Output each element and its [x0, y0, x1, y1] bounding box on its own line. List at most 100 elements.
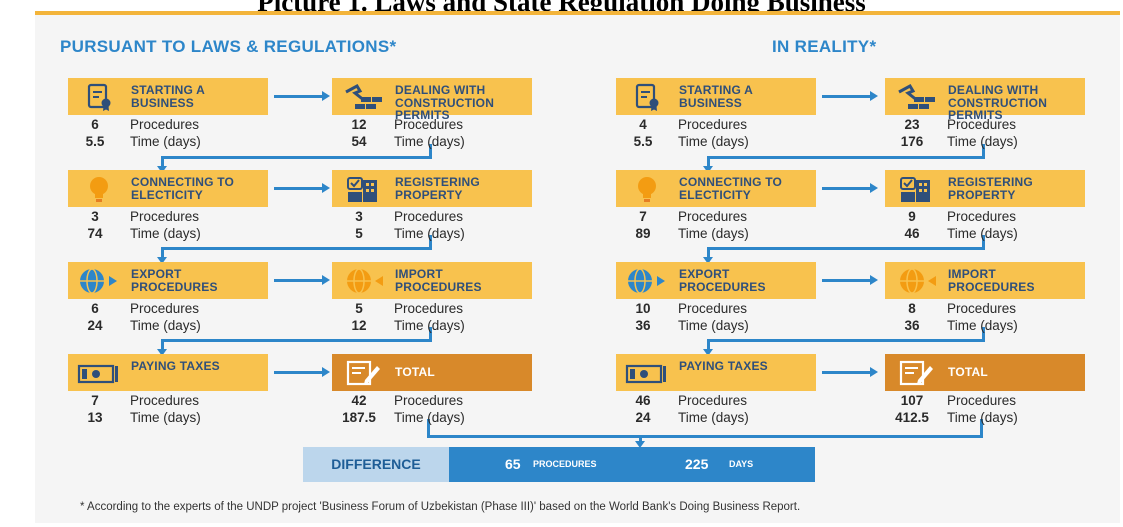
arrow-down: [157, 257, 167, 264]
procedures-value: 107: [900, 393, 924, 408]
card-title: PAYING TAXES: [131, 359, 220, 373]
time-value: 89: [635, 226, 651, 241]
arrow-down: [703, 257, 713, 264]
card-title: REGISTERING PROPERTY: [395, 175, 480, 202]
difference-days-value: 225: [685, 456, 709, 472]
procedures-value: 46: [635, 393, 651, 408]
procedures-label: Procedures: [394, 301, 464, 316]
globe-in-icon: [890, 266, 942, 296]
procedures-label: Procedures: [394, 393, 464, 408]
card-title: IMPORT PROCEDURES: [948, 267, 1035, 294]
card-title: IMPORT PROCEDURES: [395, 267, 482, 294]
connector-line: [707, 339, 985, 342]
connector-line: [707, 339, 710, 350]
card-title: PAYING TAXES: [679, 359, 768, 373]
time-label: Time (days): [947, 318, 1018, 333]
flow-arrow: [274, 275, 330, 285]
building-check-icon: [337, 174, 389, 204]
arrow-down: [157, 166, 167, 173]
flow-arrow: [822, 275, 878, 285]
procedures-value: 10: [635, 301, 651, 316]
arrow-down: [635, 441, 645, 448]
connector-line: [707, 156, 710, 167]
procedures-value: 3: [355, 209, 363, 224]
card-title: EXPORT PROCEDURES: [131, 267, 218, 294]
difference-bar: DIFFERENCE 65 PROCEDURES 225 DAYS: [303, 447, 815, 482]
procedures-label: Procedures: [678, 301, 748, 316]
arrow-down: [703, 349, 713, 356]
procedures-label: Procedures: [130, 301, 200, 316]
procedures-value: 5: [355, 301, 363, 316]
procedures-label: Procedures: [678, 209, 748, 224]
procedures-value: 12: [351, 117, 367, 132]
trowel-bricks-icon: [337, 82, 389, 112]
time-value: 412.5: [895, 410, 929, 425]
procedures-label: Procedures: [947, 209, 1017, 224]
connector-line: [429, 327, 432, 341]
flow-arrow: [822, 91, 878, 101]
time-label: Time (days): [130, 318, 201, 333]
time-value: 12: [351, 318, 367, 333]
globe-out-icon: [621, 266, 673, 296]
connector-line: [707, 247, 985, 250]
time-label: Time (days): [947, 134, 1018, 149]
time-label: Time (days): [947, 226, 1018, 241]
procedures-label: Procedures: [130, 117, 200, 132]
time-value: 176: [900, 134, 924, 149]
card-title: DEALING WITH CONSTRUCTION PERMITS: [948, 83, 1048, 122]
procedures-value: 7: [91, 393, 99, 408]
difference-procedures-unit: PROCEDURES: [533, 459, 597, 469]
lightbulb-icon: [73, 174, 125, 204]
infographic: PURSUANT TO LAWS & REGULATIONS* IN REALI…: [35, 11, 1120, 523]
time-label: Time (days): [678, 318, 749, 333]
procedures-label: Procedures: [947, 393, 1017, 408]
connector-line: [161, 156, 432, 159]
difference-label: DIFFERENCE: [303, 447, 449, 482]
procedures-label: Procedures: [394, 209, 464, 224]
card-title: STARTING A BUSINESS: [131, 83, 205, 110]
procedures-label: Procedures: [394, 117, 464, 132]
time-label: Time (days): [394, 410, 465, 425]
time-value: 5: [355, 226, 363, 241]
time-label: Time (days): [130, 410, 201, 425]
card-title: TOTAL: [948, 365, 988, 379]
connector-line: [161, 247, 164, 258]
card-title: CONNECTING TO ELECTICITY: [131, 175, 235, 202]
flow-arrow: [274, 91, 330, 101]
time-value: 36: [904, 318, 920, 333]
procedures-label: Procedures: [947, 117, 1017, 132]
time-value: 5.5: [633, 134, 653, 149]
time-label: Time (days): [130, 226, 201, 241]
flow-arrow: [822, 367, 878, 377]
flow-arrow: [274, 367, 330, 377]
procedures-label: Procedures: [678, 393, 748, 408]
time-label: Time (days): [130, 134, 201, 149]
card-title: TOTAL: [395, 365, 435, 379]
time-label: Time (days): [947, 410, 1018, 425]
globe-in-icon: [337, 266, 389, 296]
flow-arrow: [822, 183, 878, 193]
right-heading: IN REALITY*: [772, 37, 877, 56]
procedures-label: Procedures: [947, 301, 1017, 316]
connector-line: [161, 339, 164, 350]
right-construction-permits-card: DEALING WITH CONSTRUCTION PERMITS 23 Proc…: [885, 78, 1085, 152]
building-check-icon: [890, 174, 942, 204]
procedures-value: 23: [904, 117, 920, 132]
card-title: STARTING A BUSINESS: [679, 83, 753, 110]
procedures-label: Procedures: [130, 209, 200, 224]
connector-line: [982, 327, 985, 341]
procedures-value: 6: [91, 117, 99, 132]
time-value: 187.5: [342, 410, 376, 425]
time-value: 24: [635, 410, 651, 425]
procedures-value: 9: [908, 209, 916, 224]
procedures-value: 6: [91, 301, 99, 316]
